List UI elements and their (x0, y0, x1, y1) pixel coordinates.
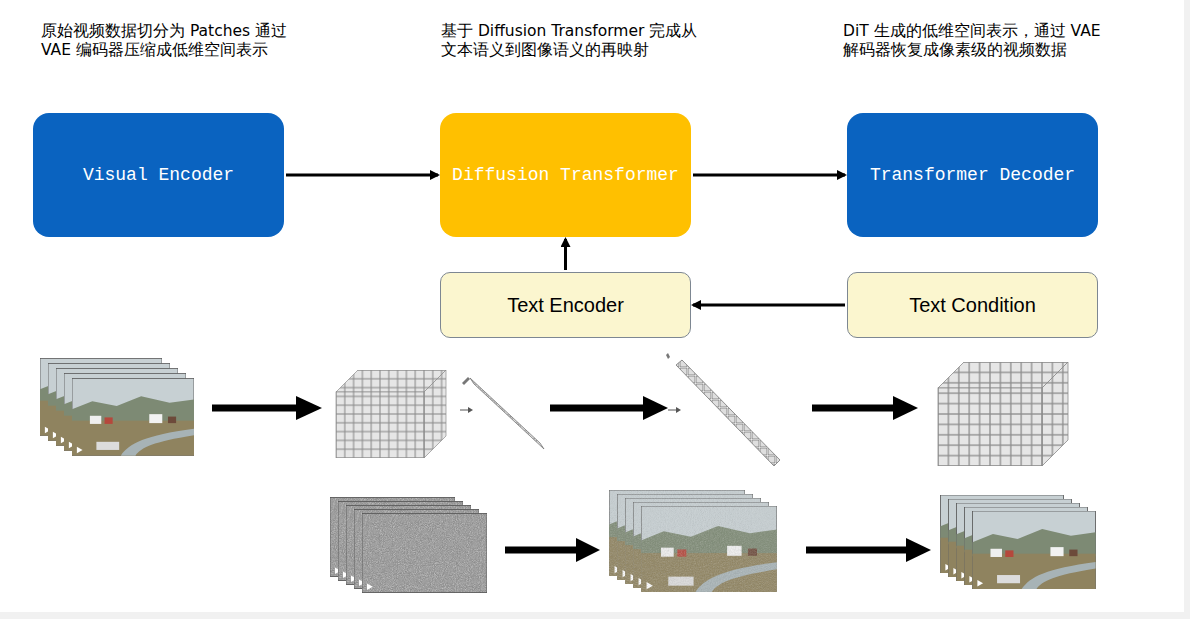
arrow-head (906, 538, 931, 562)
caption-text: 原始视频数据切分为 Patches 通过 VAE 编码器压缩成低维空间表示 (41, 22, 303, 60)
arrow-shaft (505, 547, 578, 554)
arrow-head (576, 538, 600, 562)
arrow-head (296, 396, 322, 420)
video-frame (972, 511, 1095, 589)
latent-sequence (676, 360, 780, 466)
condition-box: Text Condition (847, 272, 1098, 338)
caption-text: 基于 Diffusion Transformer 完成从文本语义到图像语义的再映… (441, 22, 703, 60)
video-frames (940, 495, 1095, 589)
arrow-shaft (806, 547, 908, 554)
flow-connector (693, 174, 845, 177)
box-label: Visual Encoder (83, 162, 234, 188)
patch-dot (462, 377, 470, 385)
noise-frame (362, 513, 487, 592)
mixed-frame (641, 506, 777, 592)
flow-arrow (505, 538, 600, 562)
arrow-shaft (812, 405, 895, 412)
flow-arrow (212, 396, 322, 420)
transformer-box: Diffusion Transformer (440, 113, 691, 237)
side-strip (1184, 0, 1190, 619)
box-label: Transformer Decoder (870, 162, 1075, 188)
patch-sequence (470, 378, 544, 449)
text-encoder-box: Text Encoder (440, 272, 691, 338)
latent-cube (938, 362, 1068, 466)
bottom-strip (0, 612, 1190, 619)
arrow-head (643, 396, 668, 420)
box-label: Diffusion Transformer (452, 162, 679, 188)
flow-arrow (550, 396, 668, 420)
arrow-shaft (550, 405, 645, 412)
small-arrow-head (676, 407, 681, 413)
box-label: Text Encoder (507, 294, 624, 317)
partly-denoised-frames (609, 490, 777, 592)
decoder-box: Transformer Decoder (847, 113, 1098, 237)
flow-connector (693, 304, 845, 307)
video-frames (40, 358, 194, 455)
video-frame (72, 378, 194, 455)
patch-cube (336, 370, 446, 458)
flow-arrow (812, 396, 918, 420)
flow-arrow (806, 538, 931, 562)
patch-dot (666, 353, 670, 359)
encoder-box: Visual Encoder (33, 113, 284, 237)
flow-connector (286, 174, 438, 177)
arrow-shaft (212, 405, 298, 412)
caption-text: DiT 生成的低维空间表示，通过 VAE 解码器恢复成像素级的视频数据 (843, 22, 1105, 60)
box-label: Text Condition (909, 294, 1036, 317)
flow-connector (564, 239, 567, 270)
small-arrow-head (468, 407, 473, 413)
arrow-head (893, 396, 918, 420)
noise-frames (330, 497, 487, 592)
